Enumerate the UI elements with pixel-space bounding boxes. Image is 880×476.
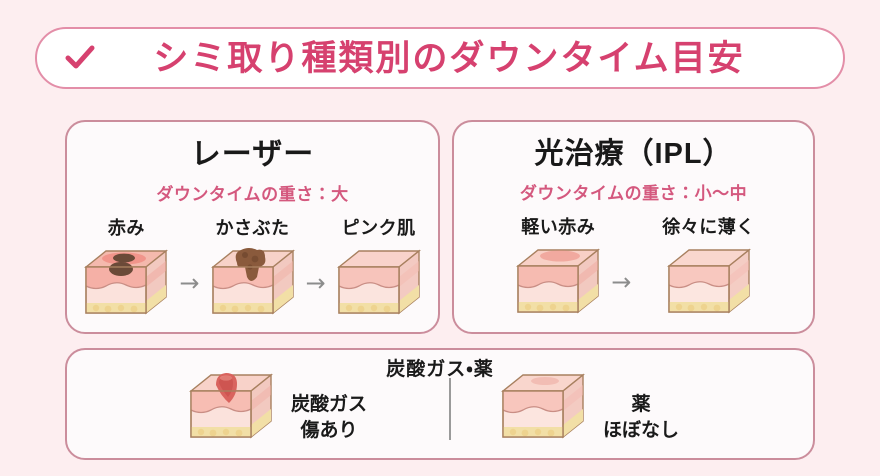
laser-stage-redness: 赤み (80, 219, 172, 319)
panel-laser: レーザー ダウンタイムの重さ：大 赤み (65, 120, 440, 334)
label-line-2: 傷あり (300, 419, 358, 441)
arrow-icon: → (305, 269, 326, 297)
panel-bottom-title: 炭酸ガス・薬 (386, 359, 494, 380)
panel-ipl-subtitle: ダウンタイムの重さ：小〜中 (519, 184, 748, 203)
stage-label: 徐々に薄く (662, 217, 755, 237)
laser-stage-row: 赤み (67, 219, 438, 319)
panel-laser-subtitle: ダウンタイムの重さ：大 (156, 185, 349, 204)
stage-label: 赤み (107, 218, 145, 238)
ipl-stage-light-redness: 軽い赤み (512, 218, 604, 318)
page-title: シミ取り種類別のダウンタイム目安 (153, 38, 745, 78)
skin-block-crater-icon (185, 369, 277, 443)
stage-label: かさぶた (215, 218, 290, 238)
stage-label: 軽い赤み (521, 217, 596, 237)
panel-ipl: 光治療（IPL） ダウンタイムの重さ：小〜中 軽い赤み (452, 120, 815, 334)
bottom-item-medicine-label: 薬 ほぼなし (603, 368, 679, 443)
bottom-item-co2: 炭酸ガス 傷あり (185, 368, 367, 443)
laser-stage-scab: かさぶた (207, 219, 299, 319)
ipl-stage-row: 軽い赤み (454, 218, 813, 318)
skin-block-faint-icon (497, 369, 589, 443)
laser-stage-pink-skin: ピンク肌 (333, 219, 425, 319)
label-line-1: 炭酸ガス (291, 394, 368, 415)
stage-label: ピンク肌 (341, 218, 416, 238)
panel-laser-title: レーザー (190, 138, 315, 171)
panel-co2-medicine: 炭酸ガス・薬 (65, 348, 815, 460)
bottom-item-co2-label: 炭酸ガス 傷あり (291, 368, 367, 443)
skin-block-scab-icon (207, 245, 299, 319)
panel-ipl-title: 光治療（IPL） (534, 138, 733, 170)
label-line-1: 薬 (631, 394, 651, 415)
ipl-stage-fading: 徐々に薄く (662, 218, 755, 318)
skin-block-pink-icon (333, 245, 425, 319)
arrow-icon: → (611, 268, 632, 296)
bottom-item-medicine: 薬 ほぼなし (497, 368, 679, 443)
skin-block-light-red-icon (512, 244, 604, 318)
label-line-2: ほぼなし (603, 419, 680, 441)
page-title-bar: シミ取り種類別のダウンタイム目安 (35, 27, 845, 89)
arrow-icon: → (179, 269, 200, 297)
skin-block-fading-icon (663, 244, 755, 318)
skin-block-red-spot-icon (80, 245, 172, 319)
check-icon (65, 45, 95, 69)
section-divider (449, 378, 451, 440)
